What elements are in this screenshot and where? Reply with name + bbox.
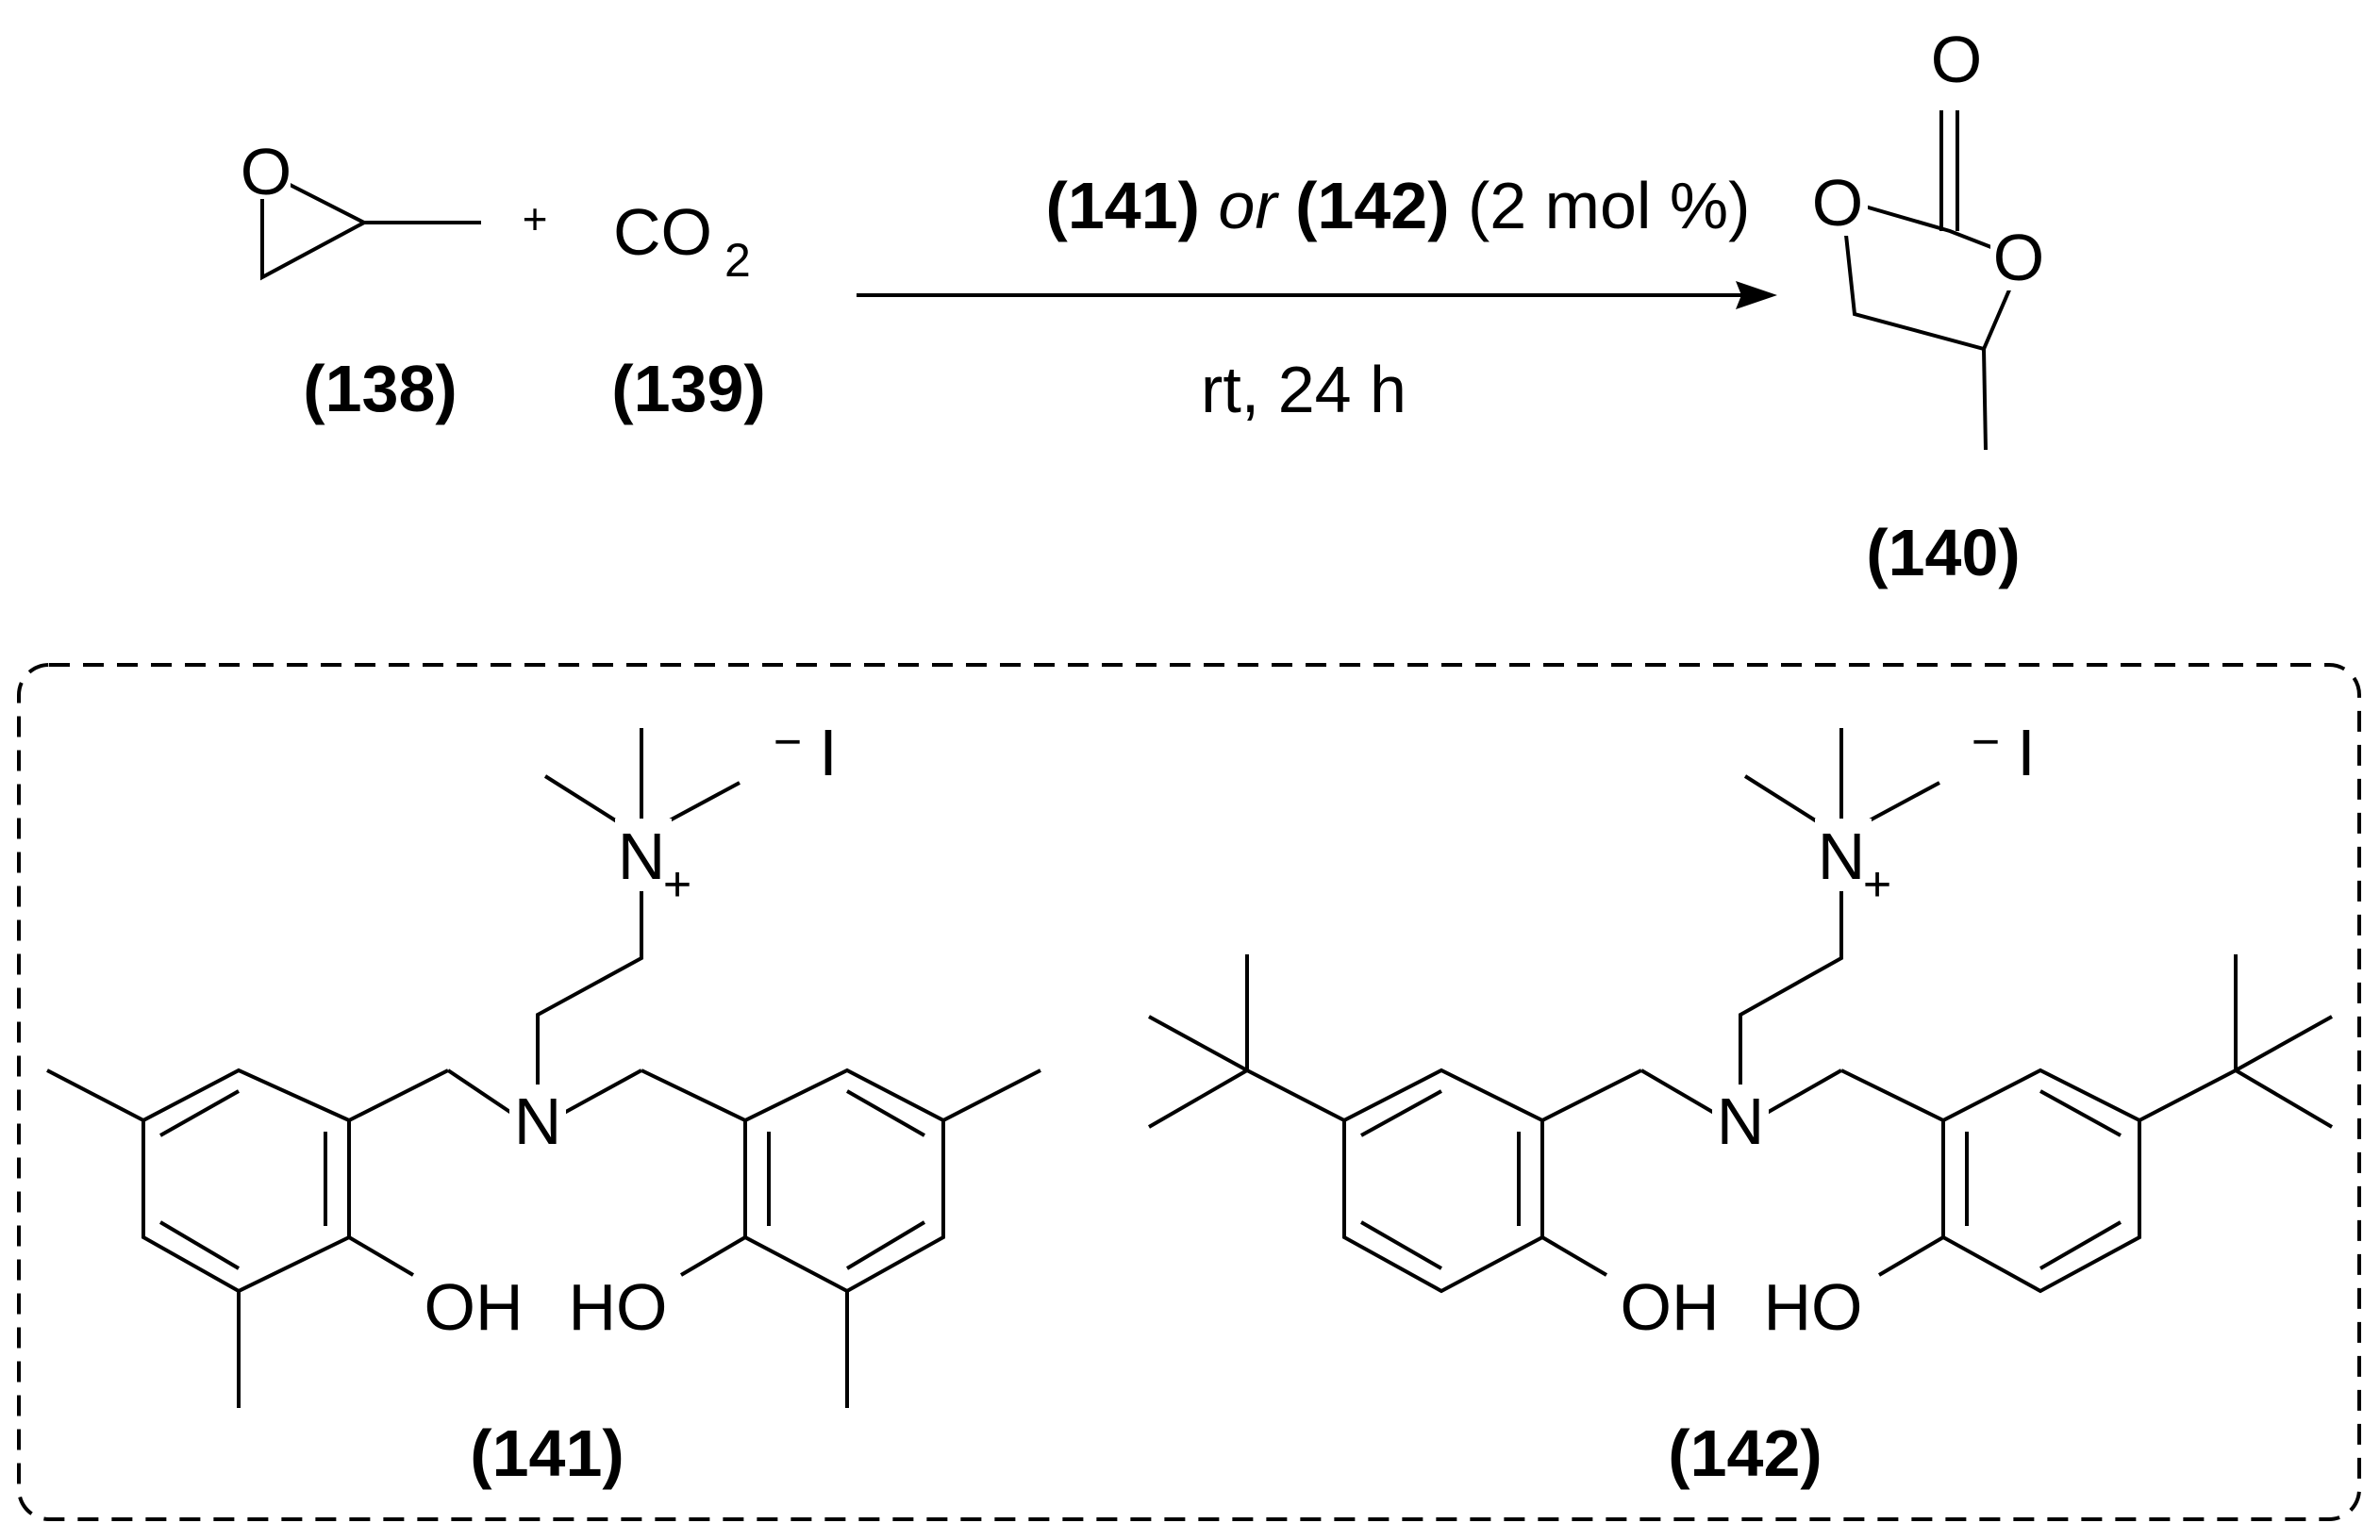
- iodide-141: I: [819, 716, 837, 789]
- propylene-carbonate-structure: O O O: [1809, 23, 2049, 451]
- catalyst-141-structure: N + − I N OH HO: [46, 715, 1041, 1408]
- atom-n-plus-142: N: [1818, 820, 1866, 893]
- co2-formula: CO 2: [613, 195, 751, 287]
- condition-or: or: [1218, 169, 1279, 242]
- atom-o-carbonyl: O: [1931, 23, 1982, 96]
- condition-catalyst-142: (142): [1295, 169, 1449, 242]
- label-142: (142): [1668, 1416, 1822, 1490]
- label-140: (140): [1866, 516, 2020, 589]
- catalyst-142-structure: N + − I N OH HO: [1148, 715, 2334, 1344]
- atom-o-ring-right: O: [1993, 221, 2044, 294]
- reaction-arrow: [857, 281, 1777, 309]
- label-138: (138): [303, 352, 457, 425]
- label-141: (141): [470, 1416, 624, 1490]
- plus-sign: +: [523, 194, 548, 243]
- atom-o-ring-left: O: [1812, 166, 1863, 240]
- oh-left-142: OH: [1621, 1270, 1720, 1344]
- charge-minus-141: −: [774, 715, 802, 770]
- atom-n-plus-141: N: [618, 820, 666, 893]
- condition-space-2: [1277, 169, 1295, 242]
- oh-right-142: HO: [1764, 1270, 1863, 1344]
- conditions-top: (141) or (142) (2 mol %): [1046, 169, 1751, 242]
- iodide-142: I: [2017, 716, 2035, 789]
- charge-minus-142: −: [1972, 715, 2000, 770]
- oh-left-141: OH: [424, 1270, 524, 1344]
- propylene-oxide-structure: O: [236, 135, 481, 281]
- charge-plus-141: +: [663, 857, 691, 912]
- atom-n-amine-142: N: [1717, 1085, 1765, 1158]
- atom-o-oxide: O: [241, 135, 291, 208]
- condition-loading: (2 mol %): [1468, 169, 1750, 242]
- condition-space-1: [1200, 169, 1218, 242]
- conditions-bottom: rt, 24 h: [1201, 353, 1406, 426]
- condition-catalyst-141: (141): [1046, 169, 1200, 242]
- co2-text: CO: [613, 195, 712, 269]
- atom-n-amine-141: N: [514, 1085, 562, 1158]
- oh-right-141: HO: [569, 1270, 668, 1344]
- catalyst-box: [17, 663, 2361, 1521]
- condition-space-3: [1450, 169, 1468, 242]
- charge-plus-142: +: [1863, 857, 1891, 912]
- co2-subscript: 2: [724, 234, 751, 287]
- label-139: (139): [611, 352, 765, 425]
